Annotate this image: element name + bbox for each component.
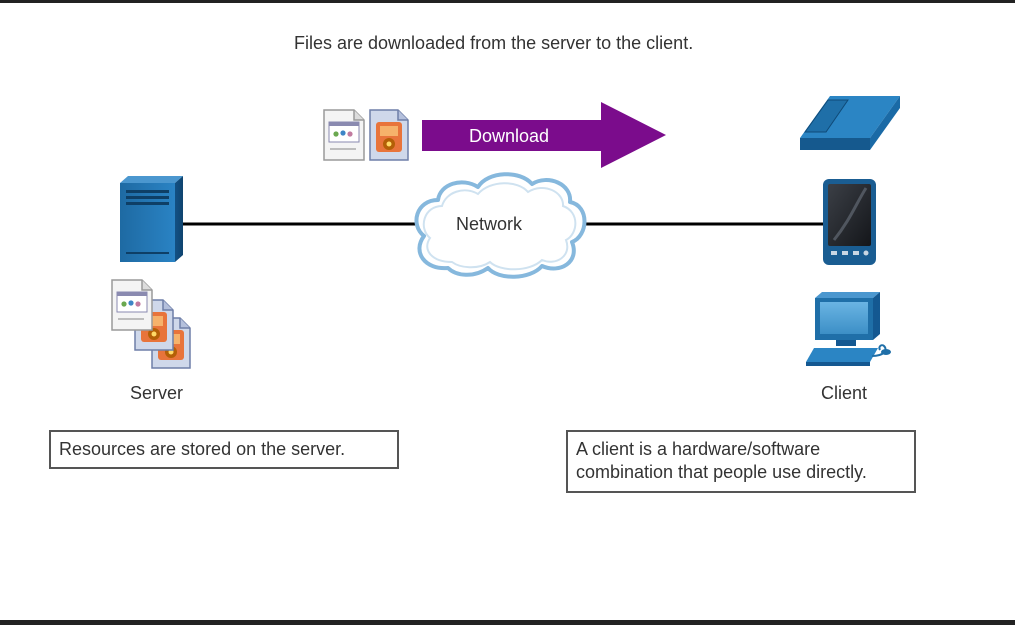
smartphone-icon <box>823 179 876 265</box>
network-cloud-icon <box>414 172 587 279</box>
bottom-border <box>0 620 1015 625</box>
server-files-icon <box>111 279 191 369</box>
client-note-box: A client is a hardware/software combinat… <box>566 430 916 493</box>
download-label: Download <box>469 126 549 146</box>
desktop-computer-icon <box>806 292 891 366</box>
client-label: Client <box>821 383 868 403</box>
network-cloud-inner <box>422 182 577 271</box>
client-note-text: A client is a hardware/software combinat… <box>576 439 867 482</box>
top-border <box>0 0 1015 3</box>
server-note-text: Resources are stored on the server. <box>59 439 346 459</box>
ip-phone-icon <box>745 96 900 150</box>
download-arrow <box>422 102 666 168</box>
server-tower-icon <box>120 176 183 262</box>
download-files-icon <box>323 109 409 161</box>
server-note-box: Resources are stored on the server. <box>49 430 399 469</box>
network-label: Network <box>456 214 523 234</box>
server-label: Server <box>130 383 184 403</box>
page-title: Files are downloaded from the server to … <box>294 33 694 53</box>
